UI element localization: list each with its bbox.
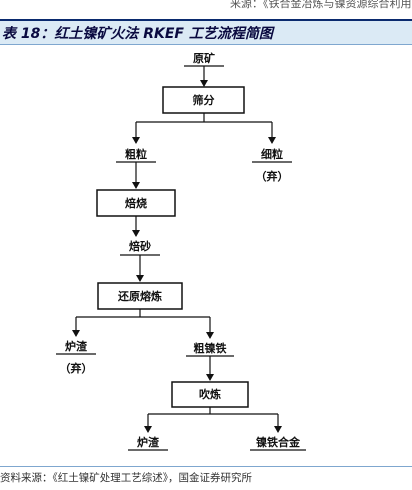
node-roasting: 焙烧 bbox=[125, 196, 147, 210]
box-refining bbox=[171, 381, 249, 408]
table-title: 表 18：红土镍矿火法 RKEF 工艺流程简图 bbox=[2, 26, 273, 42]
node-refining: 吹炼 bbox=[199, 387, 221, 401]
node-screening: 筛分 bbox=[193, 93, 215, 107]
node-raw-ore: 原矿 bbox=[193, 51, 215, 65]
node-fine: 细粒 bbox=[261, 147, 283, 161]
node-reduction-smelting: 还原熔炼 bbox=[117, 289, 162, 303]
node-slag-2: 炉渣 bbox=[137, 435, 160, 449]
table-title-bar: 表 18：红土镍矿火法 RKEF 工艺流程简图 bbox=[0, 19, 412, 45]
footer-divider bbox=[0, 466, 412, 467]
top-source-text: 来源：《铁合金冶炼与镍资源综合利用》 bbox=[230, 0, 412, 9]
footer-source-text: 资料来源：《红土镍矿处理工艺综述》，国金证券研究所 bbox=[0, 472, 252, 484]
node-calcine: 焙砂 bbox=[129, 239, 151, 253]
node-ferronickel-alloy: 镍铁合金 bbox=[256, 435, 301, 449]
node-crude-ferronickel: 粗镍铁 bbox=[194, 341, 227, 355]
node-slag-1: 炉渣 bbox=[65, 339, 88, 353]
box-screening bbox=[162, 86, 245, 114]
node-fine-note: （弃） bbox=[256, 169, 289, 183]
node-coarse: 粗粒 bbox=[125, 147, 147, 161]
node-slag-1-note: （弃） bbox=[60, 361, 93, 375]
